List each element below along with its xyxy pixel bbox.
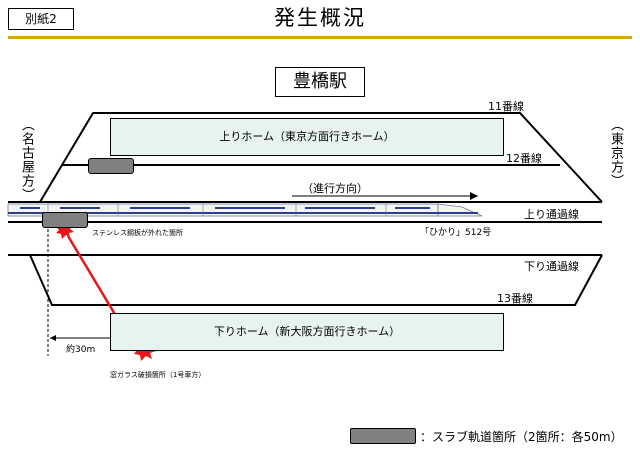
track-11-line: [39, 112, 603, 203]
track-13-line: [29, 254, 603, 306]
track-13-label: 13番線: [497, 292, 533, 305]
station-name: 豊橋駅: [275, 67, 365, 97]
title-rule: [8, 36, 632, 39]
up-platform: 上りホーム（東京方面行きホーム）: [110, 118, 504, 156]
travel-arrow-head: [470, 192, 478, 200]
legend-label: ：スラブ軌道箇所（2箇所：各50m）: [420, 430, 623, 444]
direction-nagoya: （名古屋方）: [19, 118, 34, 202]
direction-tokyo: （東京方）: [608, 118, 623, 188]
travel-direction-label: （進行方向）: [302, 182, 368, 195]
train-name-label: 「ひかり」512号: [420, 228, 492, 238]
window-damage-note: 窓ガラス破損箇所（1号車方）: [110, 371, 206, 379]
distance-label: 約30m: [66, 345, 96, 355]
slab-track-section-12: [88, 158, 134, 174]
up-through-label: 上り通過線: [524, 208, 579, 221]
down-through-label: 下り通過線: [524, 260, 579, 273]
down-platform: 下りホーム（新大阪方面行きホーム）: [110, 313, 504, 351]
legend-slab-swatch: [350, 428, 416, 444]
steel-plate-note: ステンレス鋼板が外れた箇所: [92, 229, 183, 237]
page-title: 発生概況: [274, 6, 366, 30]
document-tag: 別紙2: [8, 8, 74, 30]
track-11-label: 11番線: [488, 100, 524, 113]
slab-track-section-up-through: [42, 212, 88, 228]
track-12-label: 12番線: [506, 152, 542, 165]
